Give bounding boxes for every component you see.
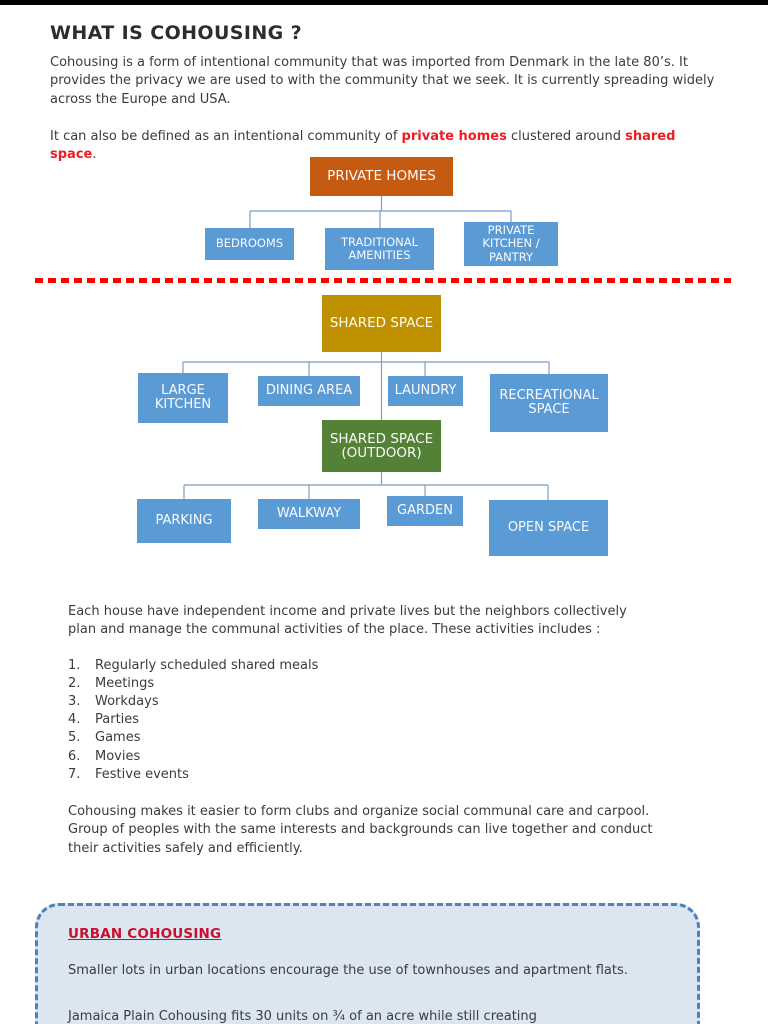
urban-paragraph-clipped: Jamaica Plain Cohousing fits 30 units on…	[68, 1009, 537, 1024]
communal-activities-paragraph: Each house have independent income and p…	[68, 604, 627, 638]
diagram-node-private-homes: PRIVATE HOMES	[310, 157, 453, 196]
diagram-node-shared-space-outdoor: SHARED SPACE (OUTDOOR)	[322, 420, 441, 472]
diagram-node-large-kitchen: LARGE KITCHEN	[138, 373, 228, 423]
urban-paragraph: Smaller lots in urban locations encourag…	[68, 963, 628, 978]
definition-paragraph: It can also be defined as an intentional…	[50, 128, 726, 165]
diagram-node-dining-area: DINING AREA	[258, 376, 360, 406]
private-homes-highlight: private homes	[401, 129, 507, 144]
activity-list-item: Games	[68, 729, 141, 747]
diagram-node-open-space: OPEN SPACE	[489, 500, 608, 556]
page-top-border	[0, 0, 768, 5]
activity-list-item: Regularly scheduled shared meals	[68, 657, 319, 675]
definition-text-2: clustered around	[506, 129, 626, 144]
red-dashed-divider	[35, 278, 731, 283]
diagram-node-bedrooms: BEDROOMS	[205, 228, 294, 260]
diagram-node-shared-space: SHARED SPACE	[322, 295, 441, 352]
cohousing-diagram: PRIVATE HOMES BEDROOMS TRADITIONAL AMENI…	[0, 155, 768, 560]
diagram-node-traditional-amenities: TRADITIONAL AMENITIES	[325, 228, 434, 270]
definition-text-1: It can also be defined as an intentional…	[50, 129, 402, 144]
diagram-node-garden: GARDEN	[387, 496, 463, 526]
activity-list-item: Movies	[68, 748, 141, 766]
diagram-connector-lines	[182, 196, 550, 500]
urban-cohousing-heading: URBAN COHOUSING	[68, 926, 222, 942]
shared-space-highlight: shared space	[50, 129, 676, 163]
clubs-paragraph: Cohousing makes it easier to form clubs …	[68, 804, 653, 856]
diagram-node-parking: PARKING	[137, 499, 231, 543]
page-title: WHAT IS COHOUSING ?	[50, 22, 303, 44]
definition-text-3: .	[92, 147, 97, 163]
diagram-node-walkway: WALKWAY	[258, 499, 360, 529]
diagram-node-recreational-space: RECREATIONAL SPACE	[490, 374, 608, 432]
activity-list-item: Meetings	[68, 675, 155, 693]
body-text-section: Each house have independent income and p…	[68, 603, 654, 875]
diagram-node-private-kitchen-pantry: PRIVATE KITCHEN / PANTRY	[464, 222, 558, 266]
intro-paragraph: Cohousing is a form of intentional commu…	[50, 55, 715, 107]
activity-list-item: Workdays	[68, 693, 159, 711]
activities-list: Regularly scheduled shared meals Meeting…	[68, 657, 654, 785]
activity-list-item: Parties	[68, 711, 140, 729]
activity-list-item: Festive events	[68, 766, 189, 784]
diagram-node-laundry: LAUNDRY	[388, 376, 463, 406]
urban-cohousing-callout: URBAN COHOUSING Smaller lots in urban lo…	[35, 903, 700, 1024]
